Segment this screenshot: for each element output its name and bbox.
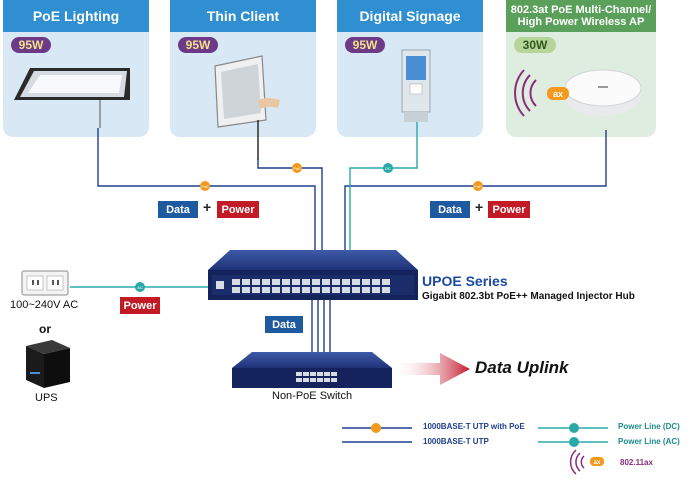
legend-power-ac: Power Line (AC): [618, 437, 680, 446]
ac-outlet-icon: [21, 270, 69, 296]
legend-utp-poe: 1000BASE-T UTP with PoE: [423, 422, 525, 431]
ups-label: UPS: [35, 392, 58, 404]
power-label-ac: Power: [120, 297, 160, 314]
upoe-injector-hub-icon: [208, 250, 418, 300]
poe-dot-lighting: PoE: [200, 181, 210, 191]
wireless-ap-card: 802.3at PoE Multi-Channel/ High Power Wi…: [506, 0, 656, 137]
poe-dot-ap: PoE: [473, 181, 483, 191]
power-label-right: Power: [488, 201, 530, 218]
data-uplink-label: Data Uplink: [475, 358, 569, 377]
legend-utp: 1000BASE-T UTP: [423, 437, 489, 446]
ac-dot-outlet: AC: [135, 282, 145, 292]
ac-voltage-label: 100~240V AC: [10, 299, 79, 311]
poe-lighting-watt-badge: 95W: [11, 37, 51, 53]
svg-text:ax: ax: [594, 460, 601, 466]
svg-text:PoE: PoE: [293, 166, 301, 171]
uplink-arrow-icon: [392, 353, 470, 385]
wireless-ap-icon: ax: [514, 69, 642, 117]
svg-text:PoE: PoE: [474, 184, 482, 189]
svg-text:DC: DC: [385, 166, 391, 171]
data-label-left: Data: [158, 201, 198, 218]
thin-client-title: Thin Client: [170, 0, 316, 32]
non-poe-switch-icon: [232, 352, 392, 388]
plus-left: +: [203, 199, 212, 215]
plus-right: +: [475, 199, 484, 215]
legend-power-dc: Power Line (DC): [618, 422, 680, 431]
hub-description: Gigabit 802.3bt PoE++ Managed Injector H…: [422, 291, 635, 302]
digital-signage-icon: [401, 49, 431, 122]
ceiling-light-icon: [14, 68, 130, 128]
svg-text:PoE: PoE: [201, 184, 209, 189]
digital-signage-title: Digital Signage: [337, 0, 483, 32]
wireless-ap-watt-badge: 30W: [514, 37, 556, 53]
power-label-left: Power: [217, 201, 259, 218]
legend: ax: [342, 423, 608, 475]
wireless-ap-title-line1: 802.3at PoE Multi-Channel/: [510, 4, 652, 16]
ups-icon: [26, 340, 70, 388]
wireless-ap-title-line2: High Power Wireless AP: [517, 16, 645, 28]
ap-ax-badge: ax: [553, 89, 563, 99]
data-label-right: Data: [430, 201, 470, 218]
poe-dot-thin-client: PoE: [292, 163, 302, 173]
dc-dot-signage: DC: [383, 163, 393, 173]
poe-lighting-title: PoE Lighting: [3, 0, 149, 32]
thin-client-watt-badge: 95W: [178, 37, 218, 53]
wireless-ap-title: 802.3at PoE Multi-Channel/ High Power Wi…: [506, 0, 656, 32]
data-label-switch: Data: [265, 316, 303, 333]
digital-signage-watt-badge: 95W: [345, 37, 385, 53]
svg-text:AC: AC: [137, 285, 143, 290]
thin-client-icon: [214, 55, 280, 160]
hub-series-title: UPOE Series: [422, 273, 508, 289]
legend-wifi: 802.11ax: [620, 458, 653, 467]
or-label: or: [39, 322, 51, 336]
non-poe-switch-label: Non-PoE Switch: [272, 390, 353, 402]
